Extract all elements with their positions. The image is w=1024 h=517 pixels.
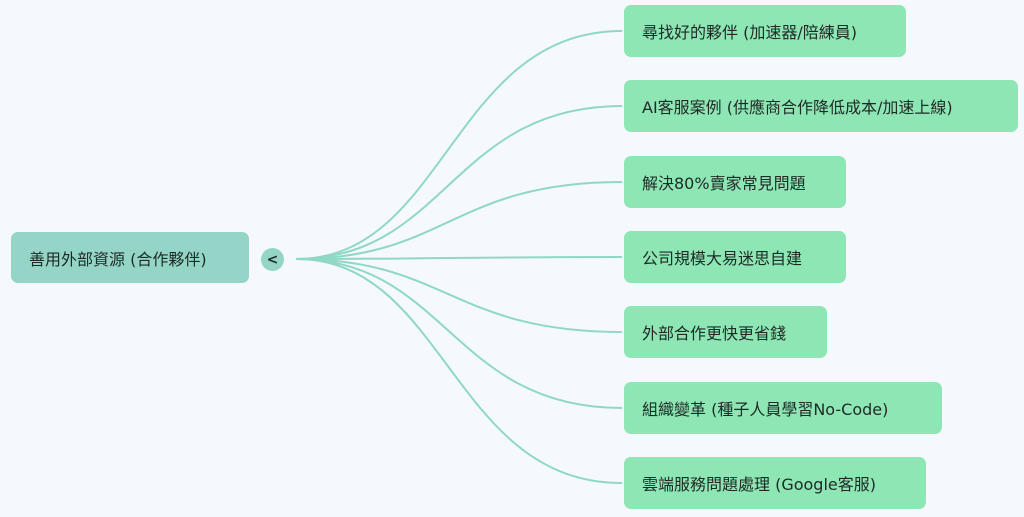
child-node[interactable]: 外部合作更快更省錢	[624, 306, 827, 358]
child-label: 外部合作更快更省錢	[642, 324, 787, 343]
child-node[interactable]: AI客服案例 (供應商合作降低成本/加速上線)	[624, 80, 1018, 132]
child-label: 組織變革 (種子人員學習No-Code)	[642, 400, 889, 419]
child-node[interactable]: 組織變革 (種子人員學習No-Code)	[624, 382, 942, 434]
connector-line	[295, 181, 623, 260]
root-node[interactable]: 善用外部資源 (合作夥伴)	[11, 232, 249, 283]
child-label: 雲端服務問題處理 (Google客服)	[642, 475, 876, 494]
connector-line	[295, 258, 623, 484]
root-label: 善用外部資源 (合作夥伴)	[29, 249, 207, 269]
connector-line	[295, 30, 623, 260]
connector-line	[295, 105, 623, 260]
child-node[interactable]: 公司規模大易迷思自建	[624, 231, 846, 283]
child-label: 解決80%賣家常見問題	[642, 174, 806, 193]
child-node[interactable]: 尋找好的夥伴 (加速器/陪練員)	[624, 5, 906, 57]
connector-line	[295, 256, 623, 260]
collapse-toggle-button[interactable]: <	[261, 248, 284, 271]
connector-line	[295, 258, 623, 333]
child-label: 尋找好的夥伴 (加速器/陪練員)	[642, 23, 857, 42]
child-node[interactable]: 雲端服務問題處理 (Google客服)	[624, 457, 926, 509]
child-node[interactable]: 解決80%賣家常見問題	[624, 156, 846, 208]
child-label: 公司規模大易迷思自建	[642, 249, 803, 268]
chevron-left-icon: <	[266, 251, 279, 268]
connector-line	[295, 258, 623, 409]
child-label: AI客服案例 (供應商合作降低成本/加速上線)	[642, 98, 953, 117]
